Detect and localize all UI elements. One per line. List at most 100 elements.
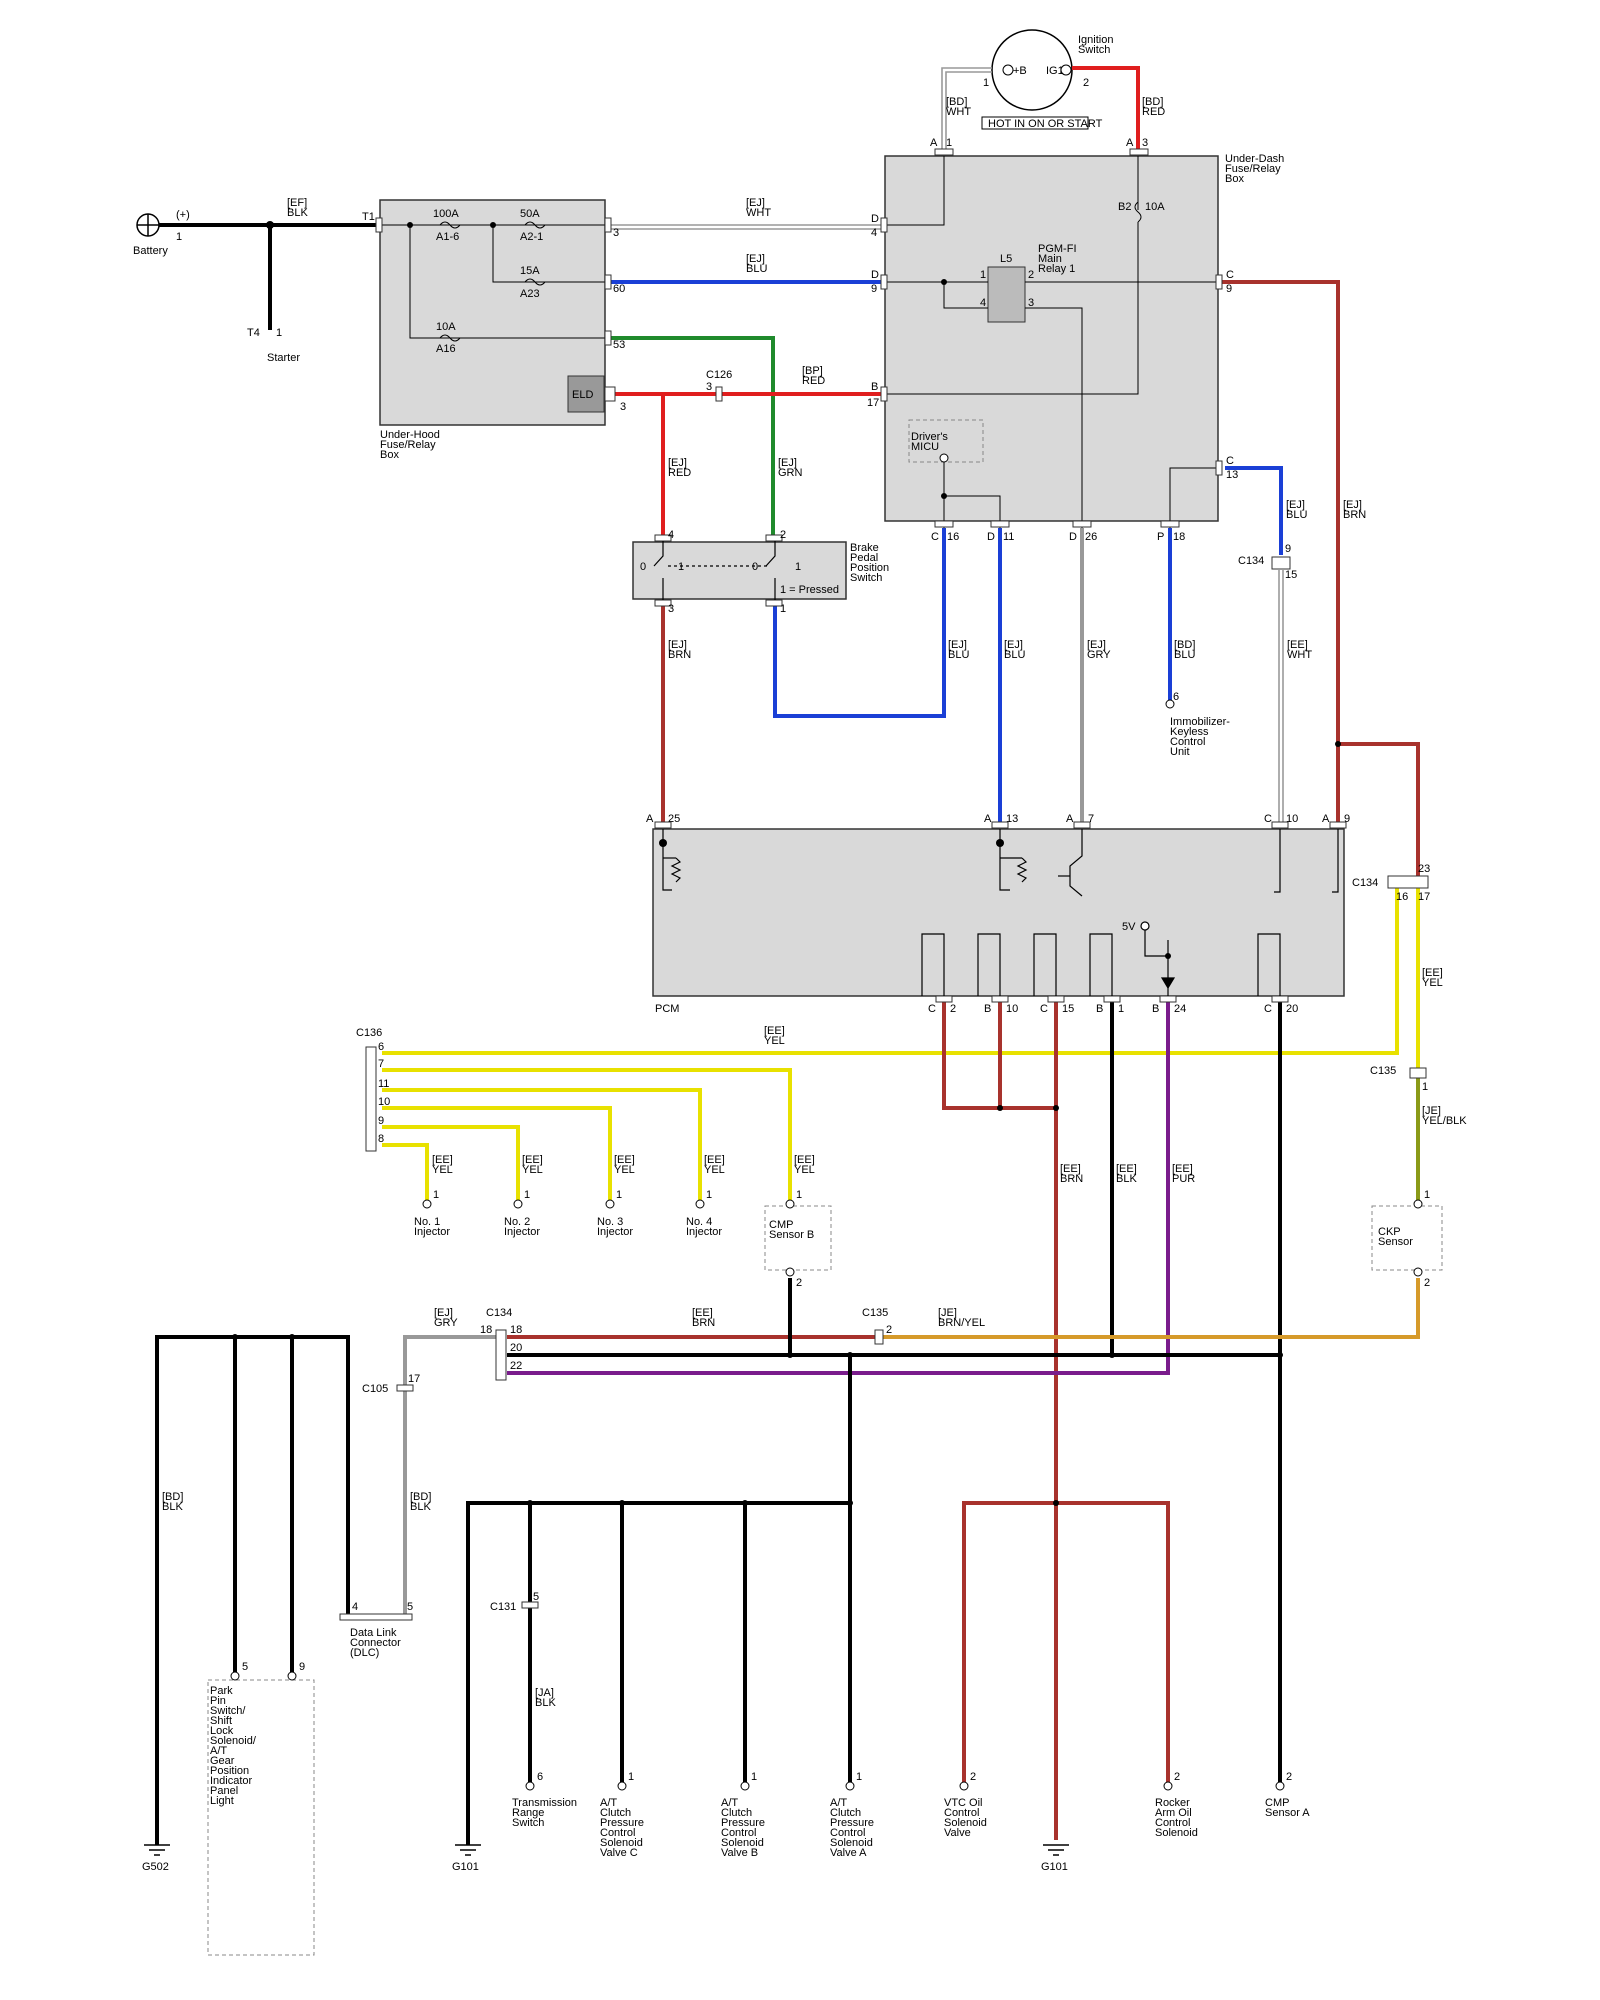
pin-label: 1 <box>616 1189 622 1201</box>
eld-box <box>567 375 605 413</box>
term-uh60 <box>604 274 612 290</box>
pin-label: 4 <box>871 227 877 239</box>
wl-ee-blk-2: BLK <box>1116 1173 1137 1185</box>
fuse-10a-a16 <box>439 334 461 342</box>
ckp-label-1: CKP <box>1378 1226 1401 1238</box>
pin-label: 8 <box>378 1133 384 1145</box>
rocker-pin: 2 <box>1174 1771 1180 1783</box>
pin-label: 1 <box>780 603 786 615</box>
pin-label: A <box>1126 137 1134 149</box>
junction-dot <box>407 222 413 228</box>
pin-label: A <box>930 137 938 149</box>
pcm-int-b1 <box>1089 933 1113 996</box>
wl-ej-blu2-2: BLU <box>1286 509 1307 521</box>
wl-ee-yel-top-1: [EE] <box>764 1025 785 1037</box>
wl-ej-blu3-1: [EJ] <box>948 639 967 651</box>
pin-label: C <box>1040 1003 1048 1015</box>
conn-c105: C105 <box>362 1383 388 1395</box>
pin-label: 1 <box>706 1189 712 1201</box>
dlc-pin4: 4 <box>352 1601 358 1613</box>
diode-b24 <box>1160 977 1176 990</box>
pin-label: B <box>871 381 878 393</box>
pin-label: 3 <box>613 227 619 239</box>
wire-gry-c134 <box>403 1335 498 1388</box>
pin-label: 1 <box>1424 1189 1430 1201</box>
wl-bd-blu-1: [BD] <box>1174 639 1195 651</box>
pin-label: 15 <box>1285 569 1297 581</box>
pin-label: 24 <box>1174 1003 1186 1015</box>
pcm-5v: 5V <box>1122 921 1136 933</box>
battery-label: Battery <box>133 245 168 257</box>
junction-dot <box>1053 1500 1059 1506</box>
under-dash-fuse-relay-box <box>884 155 1219 522</box>
brake-pos1b: 1 <box>795 561 801 573</box>
wl-bd-blk-1: [BD] <box>162 1491 183 1503</box>
pin-micu <box>939 453 949 463</box>
trans-label-1: Range <box>512 1807 544 1819</box>
pin-label: 13 <box>1006 813 1018 825</box>
pin-label: D <box>1069 531 1077 543</box>
cmpa-label-1: Sensor A <box>1265 1807 1310 1819</box>
pin-label: D <box>871 213 879 225</box>
pin-label: 11 <box>1003 531 1014 543</box>
fuse-15a <box>524 278 546 286</box>
ud-box-label-1: Under-Dash <box>1225 153 1284 165</box>
fuse-a16-amp: 10A <box>436 321 456 333</box>
wl-ee-yel1-2: YEL <box>432 1164 453 1176</box>
wl-ej-wht-1: [EJ] <box>746 197 765 209</box>
pin-label: C <box>1264 813 1272 825</box>
wl-ee-yel2-1: [EE] <box>522 1154 543 1166</box>
uh-box-label-3: Box <box>380 449 399 461</box>
pcm-box <box>652 828 1345 997</box>
pin-label: 15 <box>1062 1003 1074 1015</box>
wl-ej-gry2-1: [EJ] <box>434 1307 453 1319</box>
pcm-int-a25 <box>662 829 672 891</box>
term-ud-d9 <box>880 274 888 290</box>
term-uh3 <box>604 217 612 233</box>
imm-label-2: Keyless <box>1170 726 1209 738</box>
wl-ef-blk-2: BLK <box>287 207 308 219</box>
imm-label-4: Unit <box>1170 746 1190 758</box>
junction-dot <box>787 1352 793 1358</box>
inj4-label-2: Injector <box>686 1226 722 1238</box>
junction-dot <box>1277 1352 1283 1358</box>
pin-label: D <box>987 531 995 543</box>
pin-valvec <box>617 1781 627 1791</box>
wl-bd-blk-2: BLK <box>162 1501 183 1513</box>
ud-box-label-3: Box <box>1225 173 1244 185</box>
valvea-label-5: Valve A <box>830 1847 867 1859</box>
valvec-label-1: Clutch <box>600 1807 631 1819</box>
wl-bd-blk2-1: [BD] <box>410 1491 431 1503</box>
junction-dot <box>1109 1352 1115 1358</box>
pp-label-9: Indicator <box>210 1775 253 1787</box>
pin-vtc <box>959 1781 969 1791</box>
term-uh53 <box>604 330 612 346</box>
term-bs1 <box>765 599 783 607</box>
dash-int-r4 <box>943 282 988 309</box>
wl-ee-yel-r-2: YEL <box>1422 977 1443 989</box>
pin-label: 1 <box>524 1189 530 1201</box>
valvec-label-5: Valve C <box>600 1847 638 1859</box>
wl-ej-blu2-1: [EJ] <box>1286 499 1305 511</box>
valvea-label-2: Pressure <box>830 1817 874 1829</box>
cmp-sensor-b-box <box>764 1205 832 1271</box>
wire-pur-b24 <box>507 1002 1170 1375</box>
starter-label: Starter <box>267 352 300 364</box>
pin-label: 2 <box>1424 1277 1430 1289</box>
vtc-pin: 2 <box>970 1771 976 1783</box>
junction-dot <box>289 1334 295 1340</box>
pin-label: 3 <box>620 401 626 413</box>
term-ud-b17 <box>880 386 888 402</box>
wl-ee-yel-r-1: [EE] <box>1422 967 1443 979</box>
conn-c131: C131 <box>490 1601 516 1613</box>
wire-grn <box>605 336 775 535</box>
pin-inj3 <box>605 1199 615 1209</box>
pp-label-1: Pin <box>210 1695 226 1707</box>
pp-label-10: Panel <box>210 1785 238 1797</box>
junction-dot <box>1335 741 1341 747</box>
transistor-a7 <box>1069 829 1083 897</box>
fuse-100a <box>439 221 461 229</box>
pcm-int-b10 <box>977 933 1001 996</box>
conn-c134-bottom: C134 <box>486 1307 512 1319</box>
